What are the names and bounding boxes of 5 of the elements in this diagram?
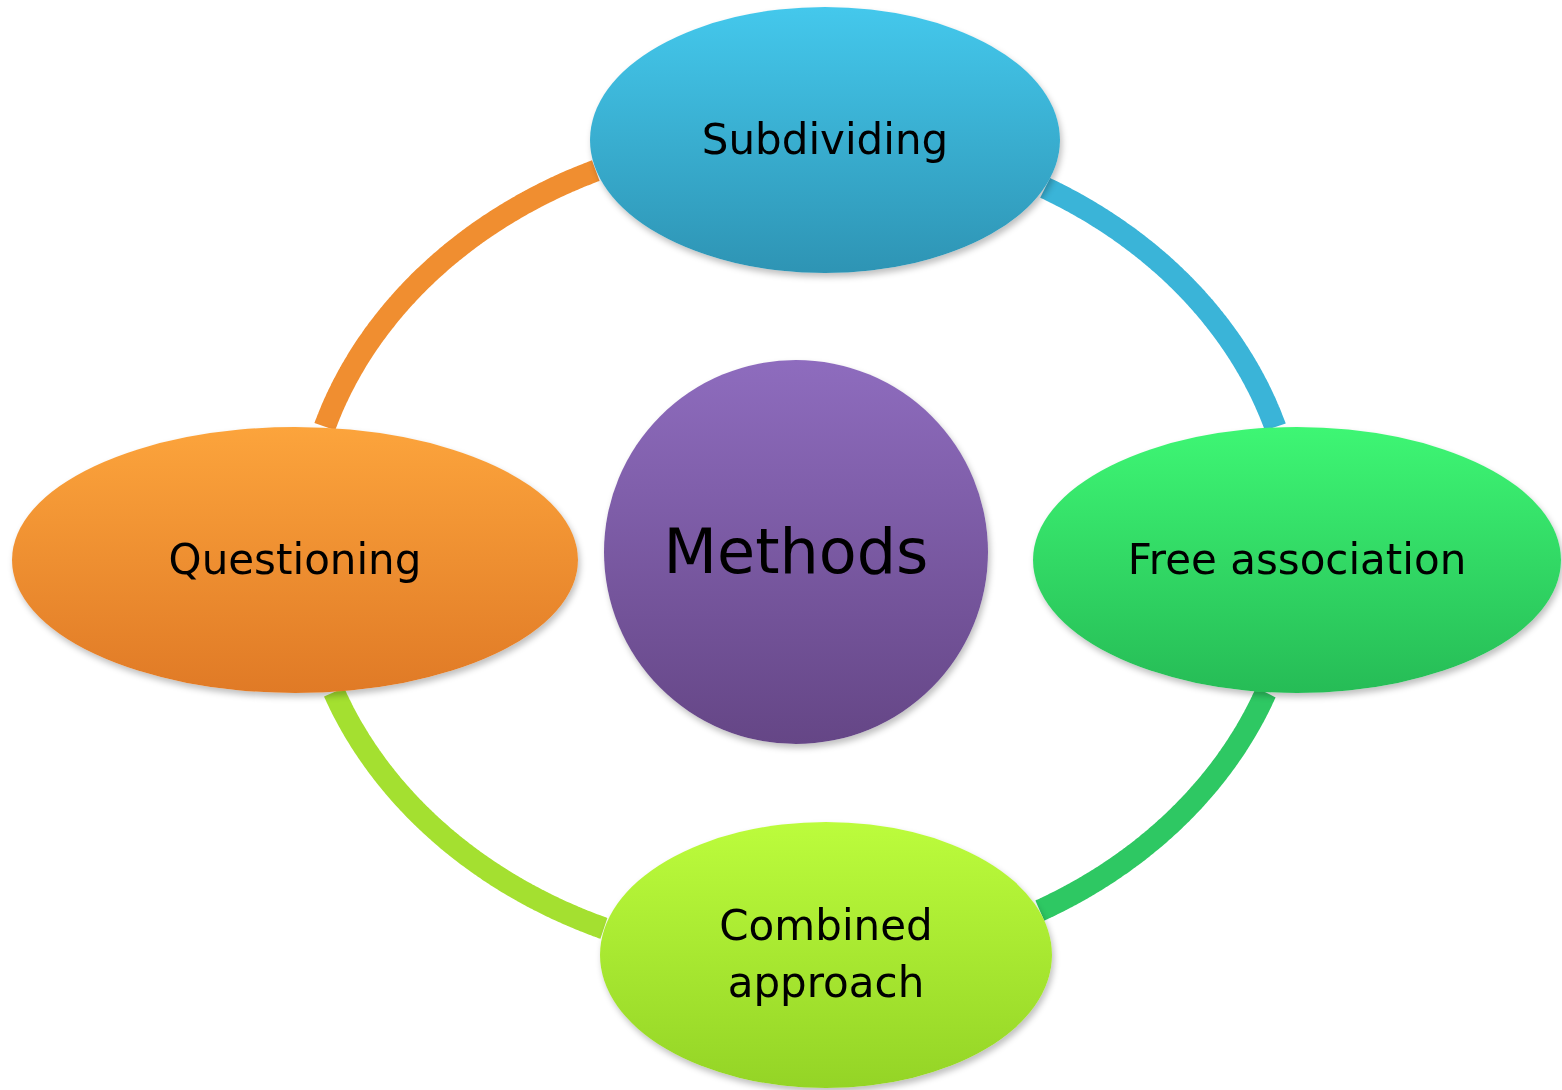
node-label: Methods <box>662 514 930 591</box>
node-label: Free association <box>1126 533 1468 586</box>
node-label: Subdividing <box>700 113 950 166</box>
node-label: Questioning <box>167 533 423 586</box>
node-label: Combined approach <box>718 900 934 1009</box>
